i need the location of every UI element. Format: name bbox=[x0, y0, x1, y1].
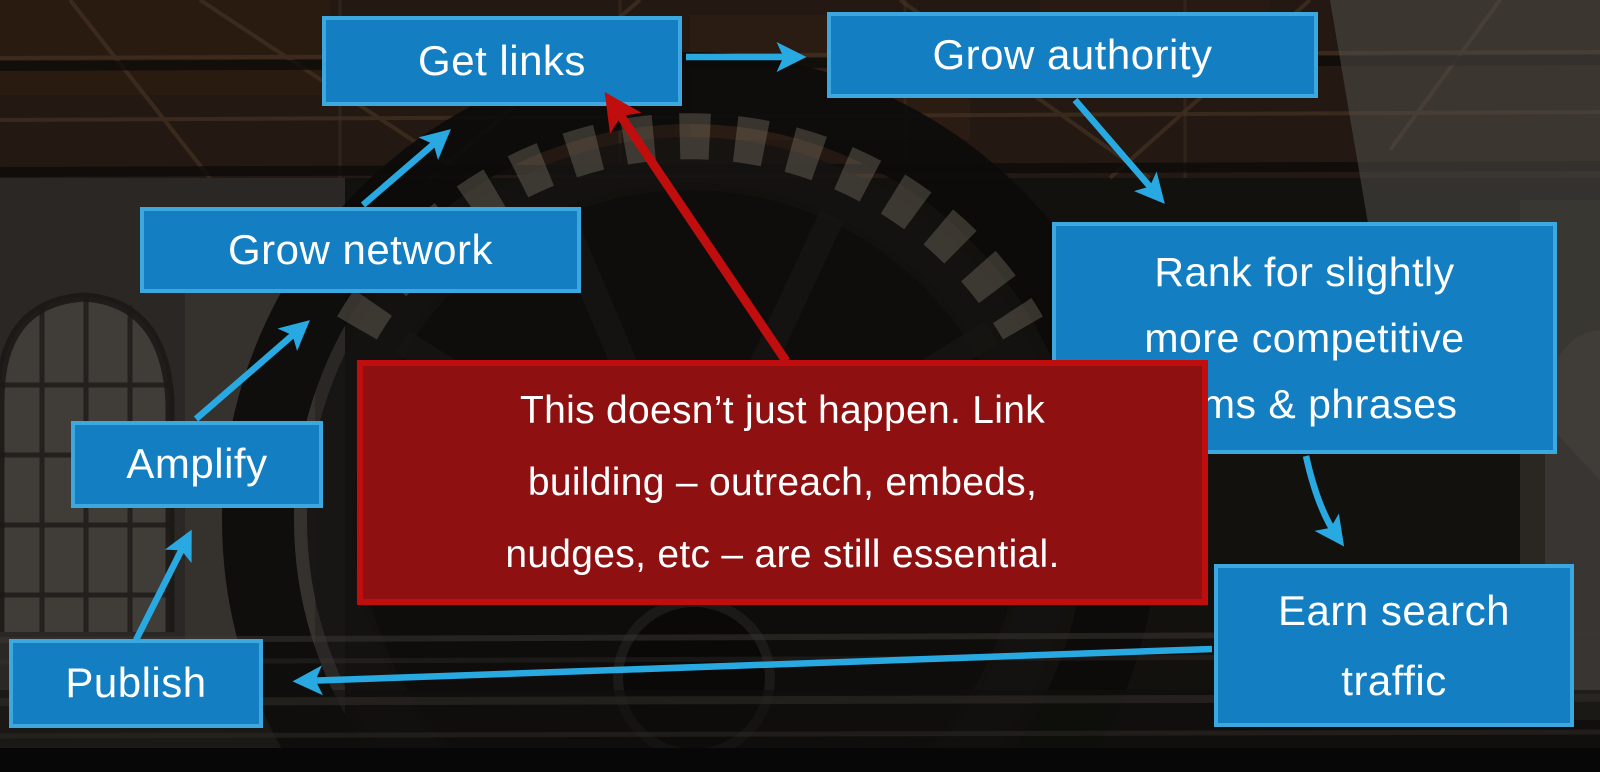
node-grow-network-label: Grow network bbox=[227, 225, 494, 273]
node-amplify-label: Amplify bbox=[126, 440, 268, 488]
node-rank-line2: more competitive bbox=[1144, 315, 1465, 361]
node-grow-authority: Grow authority bbox=[827, 12, 1318, 98]
node-grow-authority-label: Grow authority bbox=[932, 30, 1213, 78]
node-grow-network: Grow network bbox=[140, 207, 581, 293]
callout-line2: building – outreach, embeds, bbox=[527, 460, 1038, 504]
callout-line1: This doesn’t just happen. Link bbox=[520, 388, 1045, 432]
node-rank-competitive-terms: Rank for slightly more competitive terms… bbox=[1052, 222, 1557, 454]
node-earn-line2: traffic bbox=[1341, 656, 1447, 704]
node-earn-search-traffic: Earn search traffic bbox=[1214, 564, 1574, 727]
node-publish: Publish bbox=[9, 639, 263, 728]
callout-line3: nudges, etc – are still essential. bbox=[505, 532, 1060, 576]
callout-box: This doesn’t just happen. Link building … bbox=[357, 360, 1208, 605]
node-publish-label: Publish bbox=[65, 659, 207, 707]
node-amplify: Amplify bbox=[71, 421, 323, 508]
node-get-links-label: Get links bbox=[418, 36, 586, 84]
node-rank-line1: Rank for slightly bbox=[1154, 249, 1455, 295]
node-earn-line1: Earn search bbox=[1278, 586, 1510, 634]
node-get-links: Get links bbox=[322, 16, 682, 106]
